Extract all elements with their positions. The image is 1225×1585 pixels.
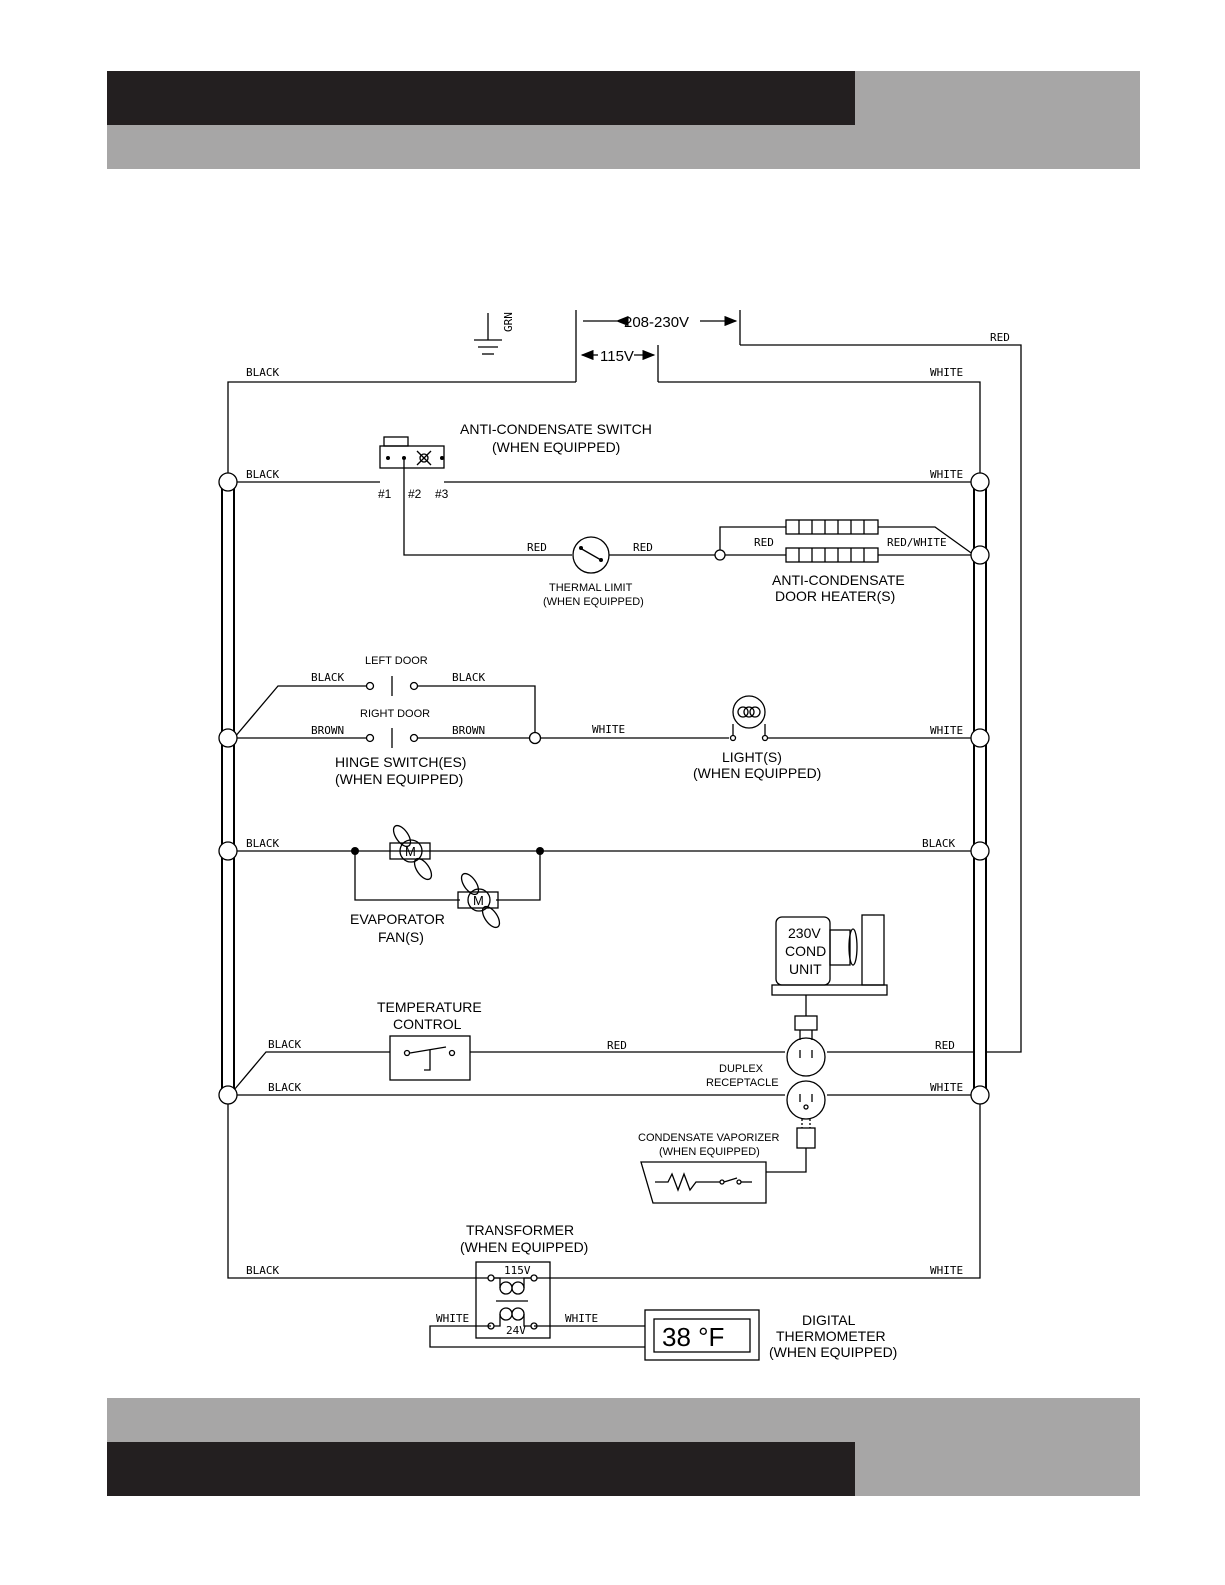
vaporizer-label-sub: (WHEN EQUIPPED) — [659, 1146, 760, 1158]
wire-label-red: RED — [633, 541, 653, 554]
wire-label-white: WHITE — [592, 723, 625, 736]
wire-label-white: WHITE — [565, 1312, 598, 1325]
condensing-unit-icon — [771, 914, 888, 996]
thermometer-label-2: THERMOMETER — [776, 1328, 886, 1344]
transformer-label: TRANSFORMER — [466, 1222, 574, 1238]
junction-node — [714, 549, 726, 561]
wire-label-red-white: RED/WHITE — [887, 536, 947, 549]
duplex-label-sub: RECEPTACLE — [706, 1077, 779, 1089]
wire-label-black: BLACK — [311, 671, 344, 684]
door-heater-label: ANTI-CONDENSATE — [772, 572, 905, 588]
plug-icon — [796, 1127, 816, 1149]
hinge-switch-label: HINGE SWITCH(ES) — [335, 754, 466, 770]
wire-label-brown: BROWN — [311, 724, 344, 737]
footer-gray-bar-right — [855, 1442, 1140, 1496]
temperature-control — [389, 1035, 471, 1081]
cond-unit-label-2: COND — [785, 943, 826, 959]
terminal-2-label: #2 — [408, 487, 422, 501]
wire-label-black: BLACK — [268, 1038, 301, 1051]
wire-label-black: BLACK — [452, 671, 485, 684]
evaporator-label: EVAPORATOR — [350, 911, 445, 927]
wire-label-white: WHITE — [930, 724, 963, 737]
transformer-label-sub: (WHEN EQUIPPED) — [460, 1239, 588, 1255]
terminal-1-label: #1 — [378, 487, 392, 501]
condensate-vaporizer-icon — [640, 1161, 767, 1204]
wire-label-black: BLACK — [246, 837, 279, 850]
light-label: LIGHT(S) — [722, 749, 782, 765]
cond-unit-label: 230V — [788, 925, 821, 941]
anti-switch-label: ANTI-CONDENSATE SWITCH — [460, 421, 652, 437]
wire-red-supply — [740, 344, 1022, 1053]
door-heater-label-sub: DOOR HEATER(S) — [775, 588, 895, 604]
thermal-limit — [572, 536, 610, 574]
vaporizer-label: CONDENSATE VAPORIZER — [638, 1132, 779, 1144]
bus-terminals — [218, 472, 990, 1105]
transformer-24v-label: 24V — [506, 1324, 526, 1337]
wire-label-black: BLACK — [246, 468, 279, 481]
anti-condensate-switch — [379, 436, 445, 469]
evaporator-fan-icon: M — [457, 872, 501, 929]
hinge-switch-label-sub: (WHEN EQUIPPED) — [335, 771, 463, 787]
thermal-limit-label: THERMAL LIMIT — [549, 582, 633, 594]
footer-dark-bar — [107, 1442, 855, 1496]
header-gray-bar — [107, 125, 1140, 169]
light-label-sub: (WHEN EQUIPPED) — [693, 765, 821, 781]
evaporator-label-sub: FAN(S) — [378, 929, 424, 945]
terminal-3-label: #3 — [435, 487, 449, 501]
wire-label-black: BLACK — [922, 837, 955, 850]
motor-label: M — [473, 893, 484, 908]
wire-label-black: BLACK — [246, 366, 279, 379]
bus-bar-right — [973, 480, 987, 1099]
wire-label-red: RED — [607, 1039, 627, 1052]
junction-node — [528, 731, 542, 745]
cond-unit-label-3: UNIT — [789, 961, 822, 977]
temp-control-label-sub: CONTROL — [393, 1016, 462, 1032]
wire-white-supply — [658, 381, 981, 480]
voltage-115-label: 115V — [600, 348, 634, 365]
hinge-switch-left-door — [365, 676, 419, 696]
right-door-label: RIGHT DOOR — [360, 708, 430, 720]
thermometer-reading: 38 °F — [662, 1322, 724, 1352]
evaporator-fan-icon: M — [389, 824, 433, 881]
motor-label: M — [405, 844, 416, 859]
door-heater-element — [785, 519, 879, 563]
thermometer-label: DIGITAL — [802, 1312, 856, 1328]
left-door-label: LEFT DOOR — [365, 655, 428, 667]
anti-switch-label-sub: (WHEN EQUIPPED) — [492, 439, 620, 455]
thermometer-label-3: (WHEN EQUIPPED) — [769, 1344, 897, 1360]
duplex-label: DUPLEX — [719, 1063, 764, 1075]
duplex-receptacle-icon — [786, 1037, 826, 1120]
wire-label-brown: BROWN — [452, 724, 485, 737]
wire-label-white: WHITE — [930, 1264, 963, 1277]
digital-thermometer-display: 38 °F — [644, 1309, 760, 1361]
wire-label-white: WHITE — [436, 1312, 469, 1325]
wire-label-white: WHITE — [930, 1081, 963, 1094]
wire-label-white: WHITE — [930, 468, 963, 481]
wire-black-supply — [227, 381, 576, 480]
wire-label-black: BLACK — [246, 1264, 279, 1277]
bus-bar-left — [221, 480, 235, 1099]
ground-icon — [474, 313, 502, 355]
hinge-switch-right-door — [365, 728, 419, 748]
wire-label-black: BLACK — [268, 1081, 301, 1094]
temp-control-label: TEMPERATURE — [377, 999, 482, 1015]
footer-gray-bar — [107, 1398, 1140, 1442]
wire-label-red: RED — [935, 1039, 955, 1052]
transformer-115v-label: 115V — [504, 1264, 531, 1277]
wire-label-red: RED — [990, 331, 1010, 344]
light-bulb-icon — [729, 695, 769, 742]
grn-label: GRN — [502, 312, 515, 332]
wire-label-white: WHITE — [930, 366, 963, 379]
transformer-icon — [475, 1261, 551, 1339]
wire-label-red: RED — [754, 536, 774, 549]
thermal-limit-label-sub: (WHEN EQUIPPED) — [543, 596, 644, 608]
voltage-208-label: 208-230V — [624, 314, 689, 331]
header-dark-bar — [107, 71, 855, 125]
wire-label-red: RED — [527, 541, 547, 554]
header-gray-bar-right — [855, 71, 1140, 125]
plug-icon — [794, 1015, 818, 1040]
